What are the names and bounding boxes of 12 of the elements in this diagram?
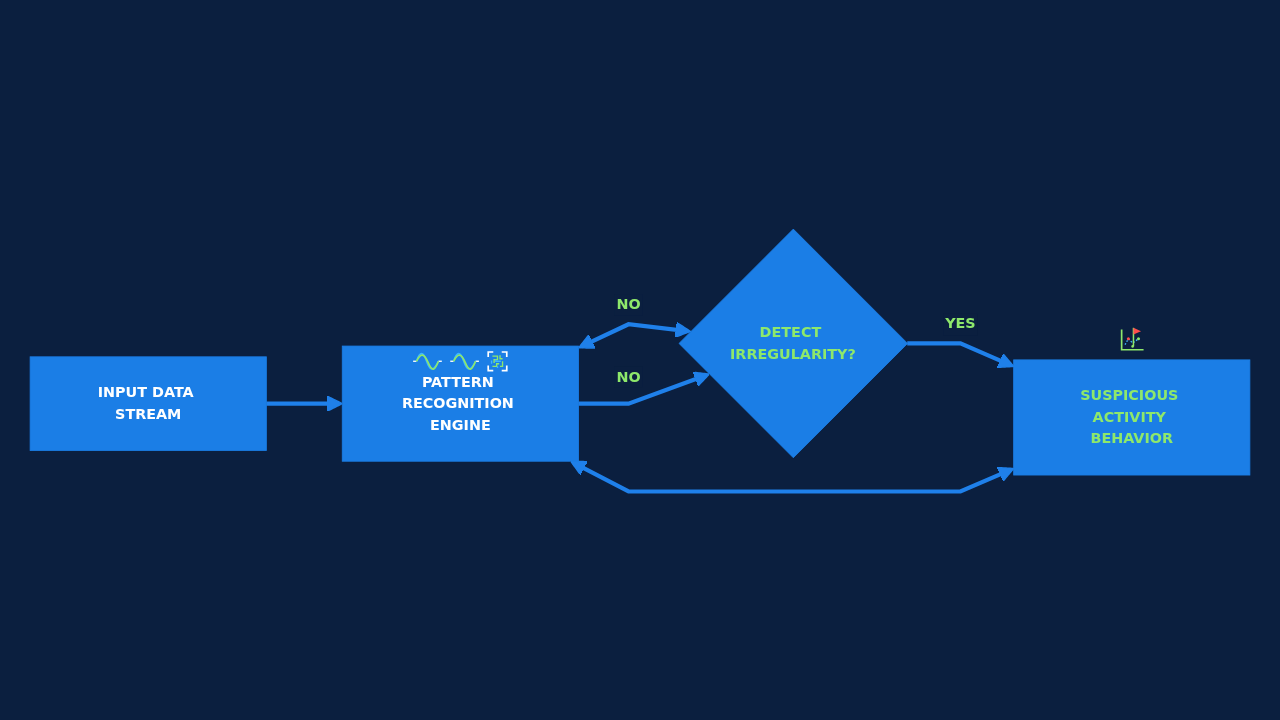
arrow — [578, 321, 692, 349]
arrow — [266, 395, 343, 412]
arrow — [907, 341, 1015, 368]
node-box: SUSPICIOUS ACTIVITY BEHAVIOR — [1013, 359, 1251, 476]
node-box: PATTERN RECOGNITION ENGINE — [341, 345, 579, 462]
arrow — [570, 460, 1015, 494]
node-diamond: DETECT IRREGULARITY? — [678, 228, 909, 458]
edge-label: YES — [945, 314, 976, 332]
arrow — [578, 371, 710, 406]
node-box: INPUT DATA STREAM — [29, 356, 267, 451]
edge-label: NO — [616, 295, 641, 313]
edge-label: NO — [616, 368, 641, 385]
